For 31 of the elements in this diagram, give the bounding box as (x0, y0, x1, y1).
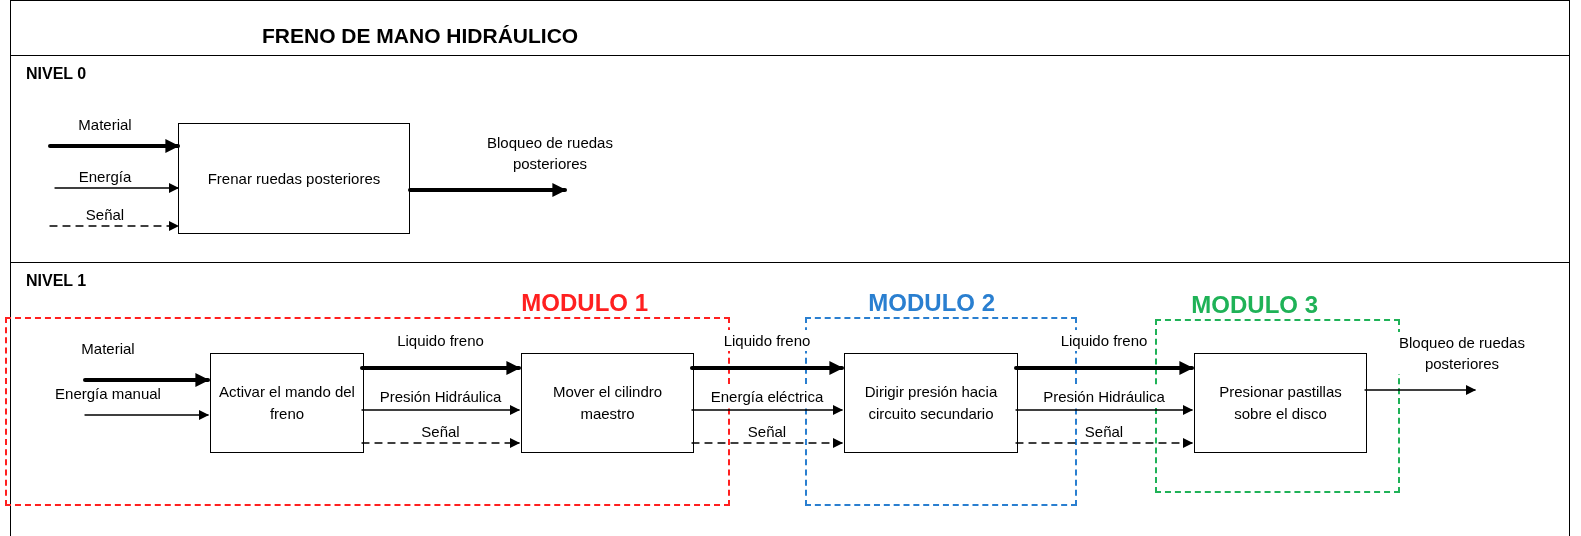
flow-arrow (54, 183, 179, 193)
flow-arrow (690, 361, 844, 375)
module-title: MODULO 3 (1191, 290, 1318, 320)
flow-arrow (1015, 405, 1193, 415)
edge-label: Liquido freno (1059, 330, 1149, 351)
edge-label: Energía eléctrica (709, 386, 825, 407)
function-box: Dirigir presión hacia circuito secundario (844, 353, 1018, 453)
diagram-title: FRENO DE MANO HIDRÁULICO (262, 23, 579, 49)
function-box: Mover el cilindro maestro (521, 353, 694, 453)
function-box: Frenar ruedas posteriores (178, 123, 410, 234)
flow-arrow (1014, 361, 1194, 375)
module-title: MODULO 1 (521, 288, 648, 318)
level-heading: NIVEL 1 (26, 271, 87, 291)
flow-arrow (83, 373, 210, 387)
flow-arrow (361, 405, 520, 415)
flow-arrow (691, 438, 843, 448)
flow-arrow (691, 405, 843, 415)
flow-arrow (408, 183, 567, 197)
edge-label: Presión Hidráulica (1042, 386, 1166, 407)
level-heading: NIVEL 0 (26, 64, 87, 84)
flow-arrow (49, 221, 179, 231)
function-box: Activar el mando del freno (210, 353, 364, 453)
edge-label: Liquido freno (722, 330, 812, 351)
flow-arrow (48, 139, 180, 153)
flow-arrow (84, 410, 209, 420)
flow-arrow (1015, 438, 1193, 448)
function-box: Presionar pastillas sobre el disco (1194, 353, 1367, 453)
flow-arrow (360, 361, 521, 375)
flow-arrow (1364, 385, 1476, 395)
module-title: MODULO 2 (868, 288, 995, 318)
flow-arrow (361, 438, 520, 448)
